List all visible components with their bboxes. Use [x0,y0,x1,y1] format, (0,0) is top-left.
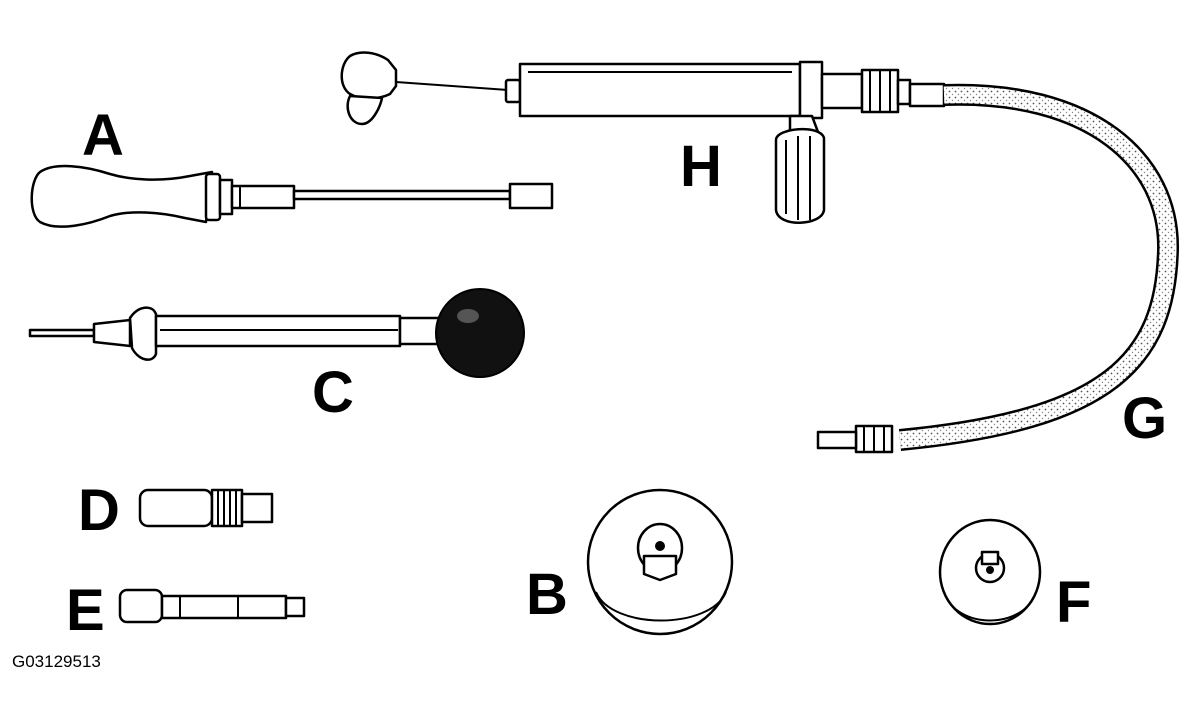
label-e: E [66,578,105,643]
tool-g-flexible-hose [816,83,1180,454]
tool-f-cap-adapter [938,518,1042,626]
label-h: H [680,134,722,199]
tool-a-screwdriver [30,164,554,228]
label-c: C [312,360,354,425]
label-f: F [1056,570,1091,635]
figure-id: G03129513 [12,652,101,671]
tool-e-extension [118,588,306,624]
label-a: A [82,103,124,168]
label-g: G [1122,386,1167,451]
tool-h-hand-pump [340,51,946,224]
tool-b-cap-adapter [586,488,734,636]
tool-d-adapter [138,488,274,528]
label-d: D [78,478,120,543]
label-b: B [526,562,568,627]
tool-c-ball-handle-probe [28,288,525,378]
